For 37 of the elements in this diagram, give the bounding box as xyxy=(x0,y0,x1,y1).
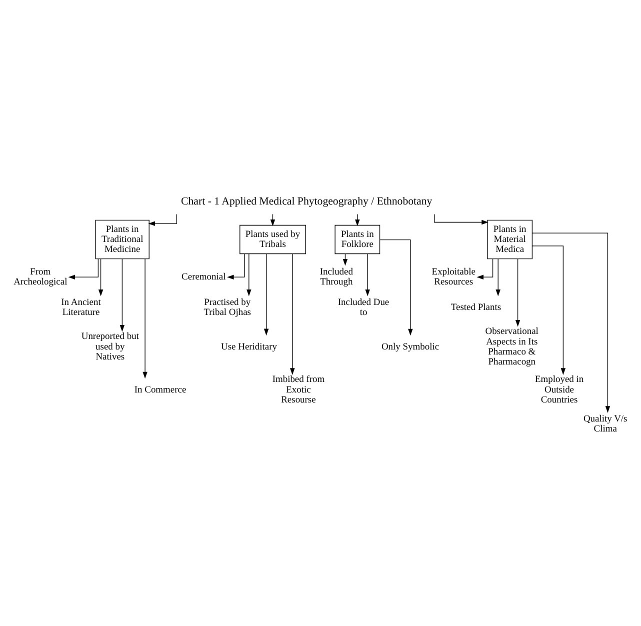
arrow xyxy=(380,240,413,336)
arrow xyxy=(246,254,252,296)
node-text: Imbibed from Exotic Resourse xyxy=(272,375,325,406)
node-text: From Archeological xyxy=(14,268,68,288)
node-box: Plants in Material Medica xyxy=(487,220,533,260)
arrow xyxy=(68,258,99,280)
arrow xyxy=(264,253,269,336)
node-text: Observational Aspects in Its Pharmaco & Pharmacogn xyxy=(485,327,538,368)
arrow xyxy=(142,258,148,379)
node-text: Included Through xyxy=(320,268,353,288)
node-box: Plants in Traditional Medicine xyxy=(95,220,150,260)
arrow xyxy=(120,258,125,332)
arrow xyxy=(532,246,566,375)
node-text: Only Symbolic xyxy=(381,342,440,352)
node-text: Included Due to xyxy=(338,298,390,318)
node-text: Exploitable Resources xyxy=(432,268,476,288)
arrow xyxy=(355,214,360,226)
node-box: Plants used by Tribals xyxy=(240,224,306,254)
node-text: Chart - 1 Applied Medical Phytogeography / Ethnobotany xyxy=(181,195,432,208)
arrow xyxy=(290,254,295,375)
node-text: In Ancient Literature xyxy=(61,298,101,318)
node-text: Use Heriditary xyxy=(221,342,278,352)
node-text: Practised by Tribal Ojhas xyxy=(204,298,251,318)
arrow xyxy=(532,232,610,413)
arrow xyxy=(365,254,370,296)
node-text: Quality V/s Clima xyxy=(583,414,628,435)
arrow xyxy=(227,254,245,280)
node-text: Ceremonial xyxy=(182,272,226,283)
node-text: Unreported but used by Natives xyxy=(81,332,139,363)
arrow xyxy=(496,258,500,296)
arrow xyxy=(515,258,520,327)
arrow xyxy=(476,258,494,280)
node-text: Tested Plants xyxy=(450,303,502,314)
arrow xyxy=(98,258,104,296)
node-box: Plants in Folklore xyxy=(334,224,380,254)
node-text: In Commerce xyxy=(134,385,186,396)
node-text: Employed in Outside Countries xyxy=(534,375,584,406)
